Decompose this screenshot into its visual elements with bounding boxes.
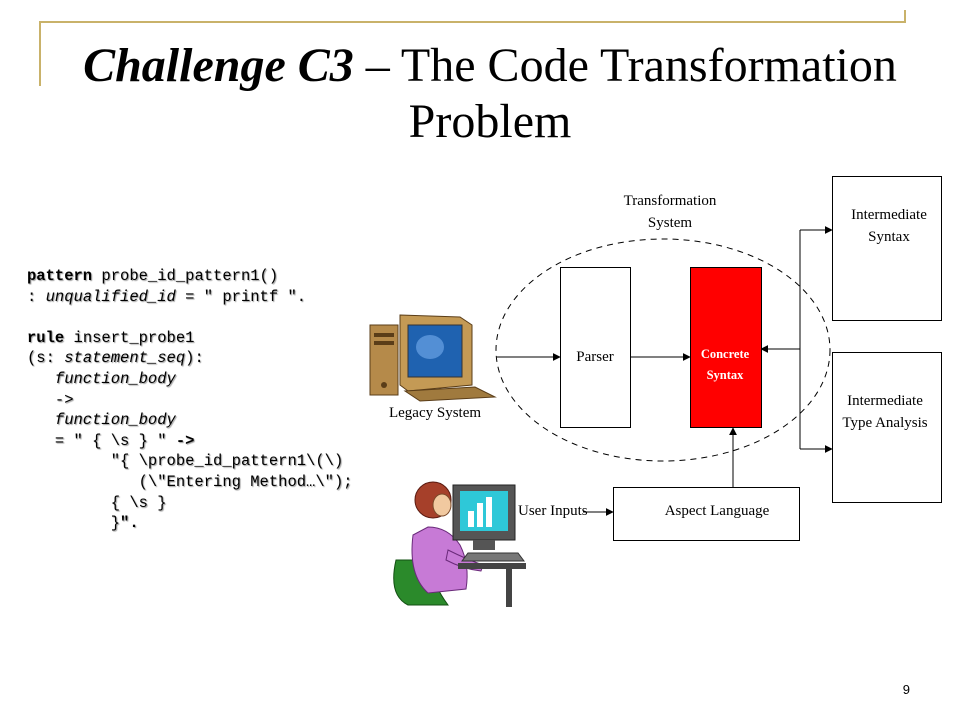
title-rest: – The Code Transformation Problem <box>353 39 897 148</box>
code-italic: function_body <box>54 411 176 430</box>
slide-title: Challenge C3 – The Code Transformation P… <box>40 38 940 150</box>
code-keyword: rule <box>27 328 65 347</box>
code-block: pattern probe_id_pattern1() : unqualifie… <box>27 266 353 534</box>
code-bold: -> <box>175 431 195 450</box>
code-text: { \s } <box>110 493 167 512</box>
intermediate-type-box <box>832 352 942 503</box>
transformation-system-boundary <box>495 238 831 462</box>
aspect-language-box <box>613 487 800 541</box>
code-keyword: pattern <box>27 267 93 285</box>
code-italic: statement_seq <box>64 349 186 368</box>
code-text: ): <box>185 349 204 368</box>
intermediate-syntax-box <box>832 176 942 321</box>
user-inputs-label: User Inputs <box>518 503 588 519</box>
intermediate-syntax-label: Intermediate Syntax <box>851 207 927 245</box>
concrete-syntax-box <box>690 267 762 428</box>
code-text: -> <box>54 390 74 409</box>
code-text: (s: <box>27 349 65 368</box>
code-text: = " printf ". <box>175 287 307 306</box>
transformation-system-label: Transformation System <box>623 193 717 231</box>
code-text: : <box>27 287 46 306</box>
concrete-syntax-label: Concrete Syntax <box>700 347 750 382</box>
code-text: probe_id_pattern1() <box>92 267 279 285</box>
page-number: 9 <box>902 682 910 697</box>
code-italic: unqualified_id <box>45 287 176 306</box>
aspect-language-label: Aspect Language <box>664 503 770 519</box>
code-text: } <box>110 514 121 533</box>
code-text: = " { \s } " <box>54 431 176 450</box>
parser-box <box>560 267 631 428</box>
code-text: insert_probe1 <box>64 328 195 347</box>
parser-label: Parser <box>576 349 614 365</box>
code-italic: function_body <box>54 369 176 388</box>
intermediate-type-label: Intermediate Type Analysis <box>842 393 928 431</box>
title-emphasis: Challenge C3 <box>83 39 354 92</box>
code-text: (\"Entering Method…\"); <box>138 472 353 491</box>
legacy-system-label: Legacy System <box>388 405 482 421</box>
title-bracket <box>39 10 906 86</box>
legacy-computer-icon <box>369 314 497 402</box>
code-text: "{ \probe_id_pattern1\(\) <box>110 452 344 471</box>
code-bold: ". <box>120 514 139 533</box>
user-at-computer-icon <box>393 481 526 607</box>
